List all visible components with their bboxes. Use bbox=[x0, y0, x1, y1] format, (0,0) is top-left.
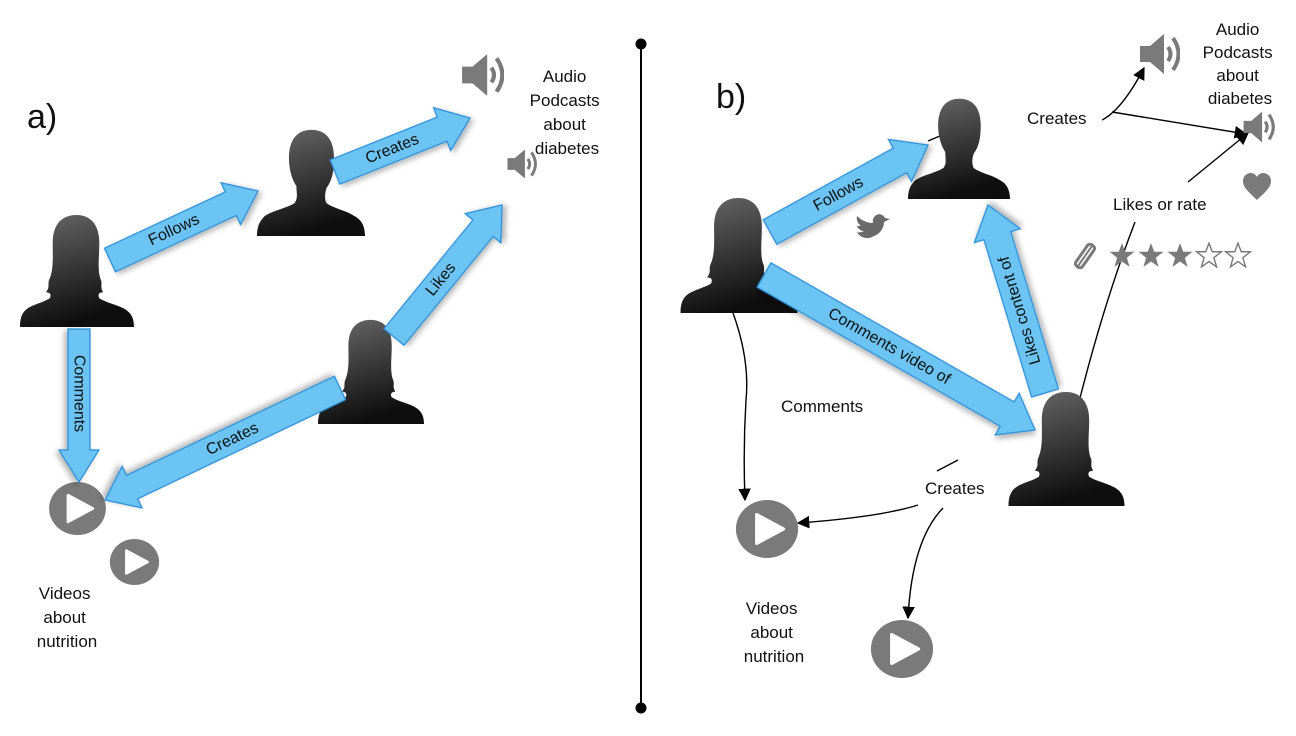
play-a-small-icon bbox=[109, 539, 160, 585]
arrow-likes-content-of-b: Likes content of bbox=[973, 203, 1060, 398]
bird-icon bbox=[856, 214, 890, 239]
person-a2-icon bbox=[257, 129, 365, 236]
arrow-comments-a-label: Comments bbox=[71, 355, 88, 432]
panel-divider bbox=[635, 38, 647, 714]
star-rating bbox=[1109, 242, 1252, 268]
edge-label-creates-video: Creates bbox=[925, 479, 985, 498]
edge-creates-audio-large bbox=[1101, 66, 1145, 121]
arrow-creates-video-a-shape bbox=[104, 375, 347, 509]
arrow-follows-b-shape bbox=[762, 138, 929, 246]
star-empty-icon bbox=[1195, 242, 1223, 268]
panel-b: b) bbox=[680, 20, 1278, 678]
panel-a-label: a) bbox=[27, 98, 57, 136]
speaker-a-small-icon bbox=[505, 148, 538, 180]
audio-caption-a: Audio Podcasts about diabetes bbox=[530, 67, 605, 158]
play-a-large-icon bbox=[47, 482, 108, 535]
play-b1-icon bbox=[735, 500, 799, 558]
arrow-likes-a: Likes bbox=[383, 204, 503, 347]
arrow-comments-a: Comments bbox=[57, 328, 101, 484]
heart-icon bbox=[1243, 173, 1271, 200]
arrow-follows-a: Follows bbox=[103, 181, 259, 273]
edge-likes-audio bbox=[1187, 132, 1249, 183]
edge-creates-video-2 bbox=[902, 507, 944, 620]
arrow-likes-a-shape bbox=[383, 204, 503, 347]
arrow-comments-a-shape bbox=[57, 328, 101, 484]
arrow-creates-video-a: Creates bbox=[104, 375, 347, 509]
star-empty-icon bbox=[1224, 242, 1252, 268]
speaker-a-large-icon bbox=[462, 54, 502, 96]
video-caption-a: Videos about nutrition bbox=[37, 584, 97, 651]
edge-label-creates-audio: Creates bbox=[1027, 109, 1087, 128]
arrow-follows-a-shape bbox=[103, 181, 259, 273]
arrow-comments-video-of-b-shape bbox=[756, 261, 1036, 436]
speaker-b-small-icon bbox=[1242, 110, 1275, 144]
edge-creates-audio-small bbox=[1111, 111, 1248, 139]
panel-b-label: b) bbox=[716, 78, 746, 116]
audio-caption-b: Audio Podcasts about diabetes bbox=[1203, 20, 1278, 108]
arrow-creates-audio-a: Creates bbox=[329, 106, 471, 185]
star-filled-icon bbox=[1109, 243, 1135, 267]
pencil-icon bbox=[1073, 242, 1097, 270]
edge-person-creates bbox=[936, 459, 959, 472]
video-caption-b: Videos about nutrition bbox=[744, 599, 804, 666]
edge-label-comments: Comments bbox=[781, 397, 863, 416]
star-filled-icon bbox=[1138, 243, 1164, 267]
arrow-creates-audio-a-shape bbox=[329, 106, 471, 185]
edge-comments bbox=[732, 312, 751, 502]
arrow-likes-content-of-b-shape bbox=[973, 203, 1060, 398]
thin-edges bbox=[732, 66, 1249, 620]
edge-likes-person bbox=[1079, 221, 1136, 399]
speaker-b-large-icon bbox=[1140, 34, 1179, 74]
play-b2-icon bbox=[870, 620, 934, 678]
edge-creates-video-1 bbox=[796, 504, 919, 529]
panel-a: a) Audio Podcasts about diabetes Videos … bbox=[20, 54, 605, 651]
star-filled-icon bbox=[1167, 243, 1193, 267]
arrow-comments-video-of-b-label: Comments video of bbox=[825, 305, 954, 388]
edge-label-likes-or-rate: Likes or rate bbox=[1113, 195, 1207, 214]
